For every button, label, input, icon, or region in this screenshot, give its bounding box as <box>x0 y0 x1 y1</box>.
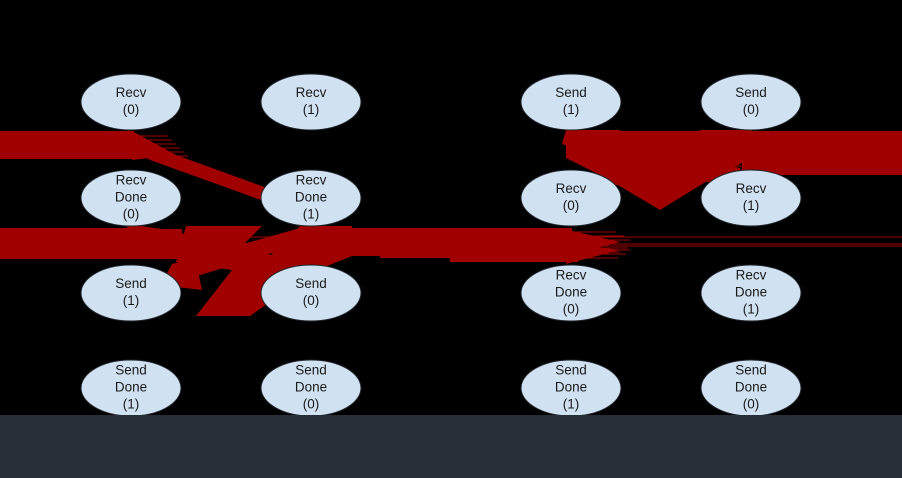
edge-recv1-to-offscreen-right <box>620 131 902 171</box>
state-node-ellipse[interactable] <box>80 73 182 131</box>
state-node-ellipse[interactable] <box>520 359 622 417</box>
edge-offscreen-left-lower-band <box>0 243 578 246</box>
edge-layer <box>0 130 902 316</box>
state-node-ellipse[interactable] <box>700 73 802 131</box>
state-node[interactable]: Send(1) <box>520 73 622 131</box>
state-node-ellipse[interactable] <box>260 359 362 417</box>
state-node-ellipse[interactable] <box>80 264 182 322</box>
state-node[interactable]: Send(0) <box>700 73 802 131</box>
state-node[interactable]: Send(1) <box>80 264 182 322</box>
state-node[interactable]: Recv(0) <box>520 169 622 227</box>
state-node-ellipse[interactable] <box>520 169 622 227</box>
state-node-ellipse[interactable] <box>260 264 362 322</box>
state-node-ellipse[interactable] <box>700 169 802 227</box>
edge-right-lower-band <box>450 243 630 264</box>
edge-left-cluster-mass <box>176 226 352 316</box>
state-node-ellipse[interactable] <box>700 359 802 417</box>
state-node-ellipse[interactable] <box>80 169 182 227</box>
state-node-ellipse[interactable] <box>260 73 362 131</box>
state-node-ellipse[interactable] <box>80 359 182 417</box>
state-node-ellipse[interactable] <box>520 73 622 131</box>
state-node[interactable]: Send(0) <box>260 264 362 322</box>
state-node-ellipse[interactable] <box>700 264 802 322</box>
state-node-ellipse[interactable] <box>520 264 622 322</box>
state-node-ellipse[interactable] <box>260 169 362 227</box>
state-node[interactable]: Recv(0) <box>80 73 182 131</box>
state-node[interactable]: Recv(1) <box>700 169 802 227</box>
state-node[interactable]: Recv(1) <box>260 73 362 131</box>
footer-bar <box>0 415 902 478</box>
